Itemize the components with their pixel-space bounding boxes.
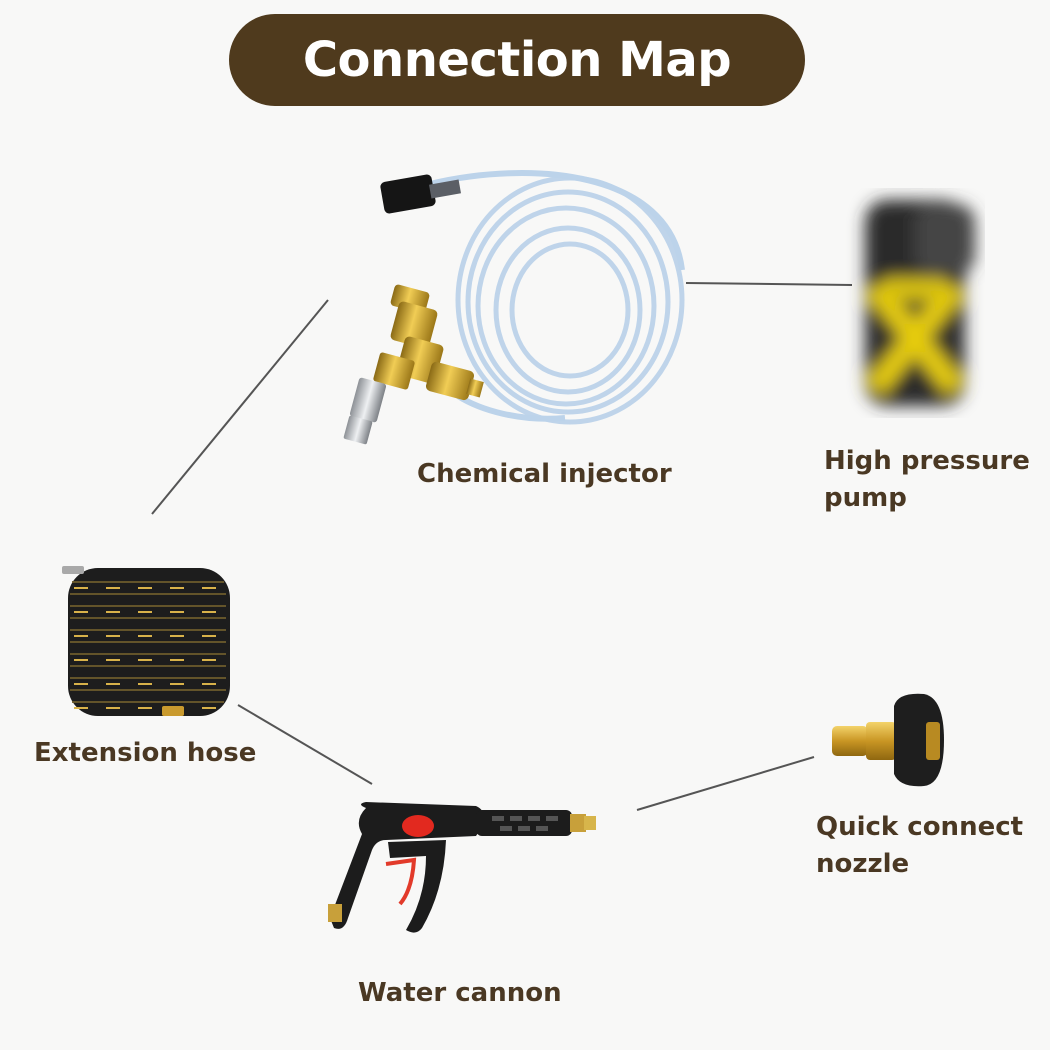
high-pressure-pump-label: High pressure pump (824, 443, 1030, 517)
connector-cannon-nozzle (636, 756, 815, 811)
quick-connect-nozzle-image (832, 693, 944, 787)
diagram-title: Connection Map (302, 32, 732, 88)
high-pressure-pump-label-line-2: pump (824, 483, 907, 513)
quick-connect-nozzle-label-line-1: Quick connect (816, 812, 1024, 842)
connector-injector-hose (151, 299, 329, 515)
high-pressure-pump-image (865, 200, 975, 406)
high-pressure-pump-label-line-1: High pressure (824, 446, 1030, 476)
connector-hose-cannon (237, 704, 373, 785)
quick-connect-nozzle-label-line-2: nozzle (816, 849, 910, 879)
extension-hose-image (62, 566, 230, 716)
connector-injector-pump (685, 282, 853, 286)
chemical-injector-label: Chemical injector (417, 456, 672, 493)
water-cannon-image (328, 802, 596, 933)
water-cannon-label: Water cannon (358, 975, 562, 1012)
quick-connect-nozzle-label: Quick connect nozzle (816, 809, 1023, 883)
extension-hose-label: Extension hose (34, 735, 256, 772)
chemical-injector-image (343, 170, 685, 445)
extension-hose-label-text: Extension hose (34, 738, 257, 768)
title-banner: Connection Map (229, 14, 805, 106)
water-cannon-label-text: Water cannon (358, 978, 562, 1008)
chemical-injector-label-text: Chemical injector (417, 459, 672, 489)
